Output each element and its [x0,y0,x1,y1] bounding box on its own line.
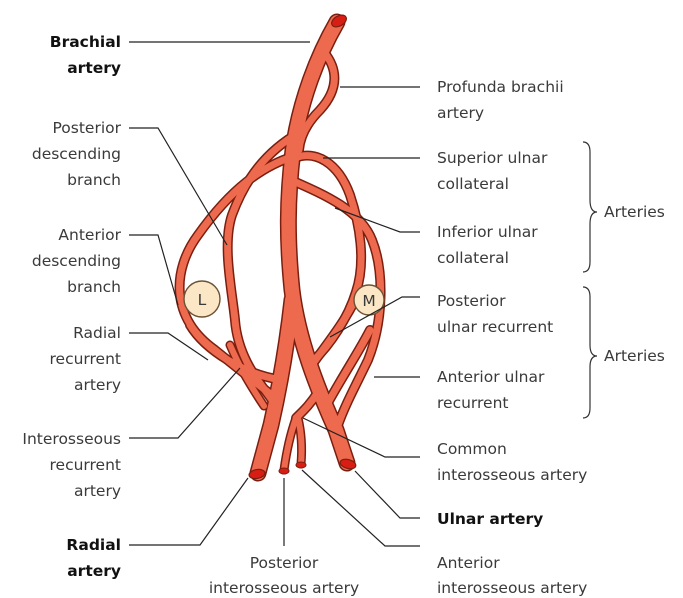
svg-text:recurrent: recurrent [50,456,121,474]
svg-text:descending: descending [32,252,121,270]
svg-text:branch: branch [67,278,121,296]
svg-text:Common: Common [437,440,507,458]
svg-text:recurrent: recurrent [437,394,508,412]
svg-text:Interosseous: Interosseous [22,430,121,448]
medial-epicondyle-label: M [362,292,375,310]
medial-epicondyle: M [354,285,384,315]
svg-text:Profunda brachii: Profunda brachii [437,78,564,96]
svg-text:recurrent: recurrent [50,350,121,368]
svg-text:artery: artery [437,104,484,122]
svg-text:interosseous artery: interosseous artery [437,466,587,484]
svg-text:Radial: Radial [66,536,121,554]
svg-text:ulnar recurrent: ulnar recurrent [437,318,553,336]
svg-text:artery: artery [67,59,121,77]
anterior-ulnar-recurrent-label: Anterior ulnar recurrent [437,368,545,412]
posterior-ulnar-recurrent-label: Posterior ulnar recurrent [437,292,553,336]
arteries-brace-bottom [583,287,597,418]
svg-text:Inferior ulnar: Inferior ulnar [437,223,538,241]
posterior-interosseous-cut-end [279,468,289,474]
svg-text:Posterior: Posterior [52,119,121,137]
svg-text:Radial: Radial [73,324,121,342]
svg-text:collateral: collateral [437,249,509,267]
svg-text:descending: descending [32,145,121,163]
posterior-interosseous-label: Posterior interosseous artery [209,554,359,597]
anterior-interosseous-label: Anterior interosseous artery [437,554,587,597]
svg-text:artery: artery [74,482,121,500]
brachial-artery-label: Brachial artery [50,33,121,77]
common-interosseous-label: Common interosseous artery [437,440,587,484]
anterior-interosseous-cut-end [296,462,306,468]
svg-text:artery: artery [74,376,121,394]
radial-recurrent-label: Radial recurrent artery [50,324,121,394]
ulnar-artery-label: Ulnar artery [437,510,543,528]
svg-text:Brachial: Brachial [50,33,121,51]
svg-text:Anterior: Anterior [58,226,121,244]
interosseous-recurrent-label: Interosseous recurrent artery [22,430,121,500]
svg-text:Posterior: Posterior [437,292,506,310]
svg-text:Posterior: Posterior [250,554,319,572]
radial-artery-label: Radial artery [66,536,121,580]
arteries-label-bottom: Arteries [604,347,665,365]
svg-text:collateral: collateral [437,175,509,193]
profunda-brachii-label: Profunda brachii artery [437,78,564,122]
arteries-brace-top [583,142,597,272]
anterior-descending-label: Anterior descending branch [32,226,122,296]
svg-text:Anterior ulnar: Anterior ulnar [437,368,545,386]
posterior-descending-label: Posterior descending branch [32,119,122,189]
lateral-epicondyle: L [184,281,220,317]
superior-ulnar-collateral-label: Superior ulnar collateral [437,149,548,193]
svg-text:Superior ulnar: Superior ulnar [437,149,548,167]
lateral-epicondyle-label: L [198,291,207,309]
svg-text:branch: branch [67,171,121,189]
arteries-label-top: Arteries [604,203,665,221]
svg-text:interosseous artery: interosseous artery [209,579,359,597]
svg-text:Anterior: Anterior [437,554,500,572]
svg-text:artery: artery [67,562,121,580]
svg-text:interosseous artery: interosseous artery [437,579,587,597]
inferior-ulnar-collateral-label: Inferior ulnar collateral [437,223,538,267]
